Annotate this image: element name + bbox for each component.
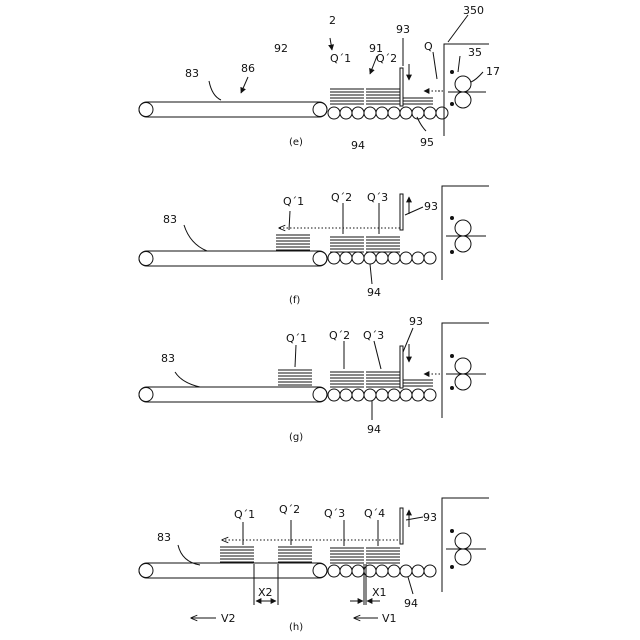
belt-conveyor-83 xyxy=(139,102,327,117)
stack-q2 xyxy=(330,237,364,252)
label-2: 2 xyxy=(329,14,336,27)
label-94: 94 xyxy=(351,139,365,152)
roller-conveyor-94 xyxy=(328,565,436,577)
stopper-93 xyxy=(400,68,403,106)
label-86: 86 xyxy=(241,62,255,75)
belt-conveyor-83 xyxy=(139,251,327,266)
delivery-unit-350 xyxy=(444,44,489,136)
panel-caption: (g) xyxy=(289,432,303,443)
label-95: 95 xyxy=(420,136,434,149)
stack-q1 xyxy=(220,547,254,562)
roller-conveyor-94 xyxy=(328,252,436,264)
label-94: 94 xyxy=(367,423,381,436)
stack-forming xyxy=(403,380,433,386)
stack-q1 xyxy=(278,370,312,385)
delivery-unit-350 xyxy=(442,186,489,280)
belt-conveyor-83 xyxy=(139,563,327,578)
label-q1: Q´1 xyxy=(330,52,351,65)
label-83: 83 xyxy=(161,352,175,365)
label-q2: Q´2 xyxy=(376,52,397,65)
roller-conveyor-94 xyxy=(328,107,448,119)
label-q2: Q´2 xyxy=(331,191,352,204)
stack-q3 xyxy=(366,372,400,387)
label-94: 94 xyxy=(404,597,418,610)
stack-forming xyxy=(403,98,433,104)
label-35: 35 xyxy=(468,46,482,59)
panel-caption: (e) xyxy=(289,137,303,148)
stopper-93 xyxy=(400,194,403,230)
label-94: 94 xyxy=(367,286,381,299)
label-q1: Q´1 xyxy=(283,195,304,208)
label-q1: Q´1 xyxy=(286,332,307,345)
panel-h: 83 Q´1 Q´2 Q´3 Q´4 93 X2 X1 94 V2 V1 (h) xyxy=(139,498,489,633)
stack-q4 xyxy=(366,548,400,563)
stack-q1 xyxy=(330,89,364,104)
label-83: 83 xyxy=(157,531,171,544)
label-93: 93 xyxy=(423,511,437,524)
stack-q3 xyxy=(366,237,400,252)
label-q2: Q´2 xyxy=(329,329,350,342)
label-q3: Q´3 xyxy=(367,191,388,204)
label-93: 93 xyxy=(409,315,423,328)
label-q4: Q´4 xyxy=(364,507,385,520)
panel-caption: (f) xyxy=(289,295,300,306)
label-x1: X1 xyxy=(372,586,387,599)
label-83: 83 xyxy=(185,67,199,80)
delivery-unit-350 xyxy=(442,498,489,592)
stack-q2 xyxy=(366,89,400,104)
label-q3: Q´3 xyxy=(363,329,384,342)
stack-q3 xyxy=(330,548,364,563)
label-q1: Q´1 xyxy=(234,508,255,521)
label-x2: X2 xyxy=(258,586,273,599)
label-83: 83 xyxy=(163,213,177,226)
panel-caption: (h) xyxy=(289,622,303,633)
label-q: Q xyxy=(424,40,433,53)
label-q3: Q´3 xyxy=(324,507,345,520)
panel-e: 2 92 83 86 91 Q´1 Q´2 93 Q 350 35 17 94 … xyxy=(139,4,500,152)
delivery-unit-350 xyxy=(442,323,489,418)
label-350: 350 xyxy=(463,4,484,17)
label-93: 93 xyxy=(396,23,410,36)
stopper-93 xyxy=(400,346,403,388)
panel-g: 83 Q´1 Q´2 Q´3 93 94 (g) xyxy=(139,315,489,443)
belt-conveyor-83 xyxy=(139,387,327,402)
panel-f: 83 Q´1 Q´2 Q´3 93 94 (f) xyxy=(139,186,489,306)
label-17: 17 xyxy=(486,65,500,78)
roller-conveyor-94 xyxy=(328,389,436,401)
label-92: 92 xyxy=(274,42,288,55)
label-93: 93 xyxy=(424,200,438,213)
stack-q2 xyxy=(330,372,364,387)
stack-q2 xyxy=(278,547,312,562)
stopper-93 xyxy=(400,508,403,544)
label-v1: V1 xyxy=(382,612,397,625)
label-v2: V2 xyxy=(221,612,236,625)
label-q2: Q´2 xyxy=(279,503,300,516)
stack-q1 xyxy=(276,235,310,250)
